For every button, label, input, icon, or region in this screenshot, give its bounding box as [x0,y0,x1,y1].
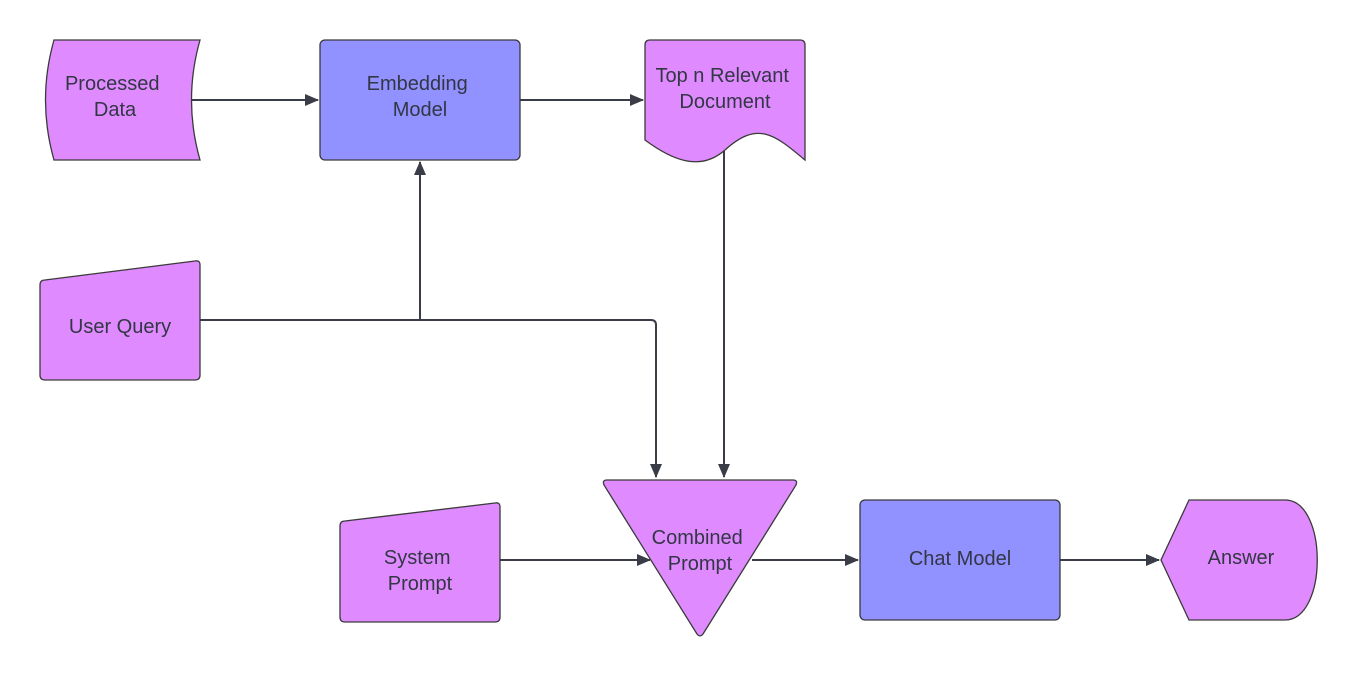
node-label-line: Data [94,99,137,121]
rounded-rectangle-shape [859,499,1061,621]
document-shape [644,39,806,163]
rounded-rectangle-shape [319,39,521,161]
node-label-line: Model [393,99,447,121]
node-label-line: Top n Relevant [656,65,790,87]
node-label-line: Processed [65,73,160,95]
node-label-line: Embedding [367,73,468,95]
node-label-line: Answer [1208,547,1275,569]
node-system-prompt: System Prompt [339,502,501,623]
node-label-line: Chat Model [909,548,1011,570]
merge-triangle-shape [602,479,798,637]
node-label-line: System [384,547,451,569]
node-label-line: Prompt [388,573,453,595]
stored-data-shape [44,39,201,161]
node-label: Chat Model [909,548,1011,570]
node-answer: Answer [1160,499,1318,621]
manual-input-shape [339,502,501,623]
display-shape [1160,499,1318,621]
node-combined-prompt: Combined Prompt [602,479,798,637]
node-label: Top n Relevant Document [656,65,795,113]
connectors [186,94,1160,566]
node-label: Answer [1208,547,1275,569]
node-chat-model: Chat Model [859,499,1061,621]
node-label-line: Document [679,91,771,113]
node-top-n-relevant-document: Top n Relevant Document [644,39,806,163]
node-label: Embedding Model [367,73,474,121]
node-label-line: User Query [69,316,171,338]
manual-input-shape [39,260,201,381]
node-embedding-model: Embedding Model [319,39,521,161]
node-label-line: Prompt [668,553,733,575]
node-label: Combined Prompt [652,527,749,575]
node-processed-data: Processed Data [44,39,201,161]
node-label: Processed Data [65,73,165,121]
node-label: System Prompt [384,547,456,595]
node-label: User Query [69,316,171,338]
node-label-line: Combined [652,527,743,549]
node-user-query: User Query [39,260,201,381]
connector-user-query-to-combined-prompt [420,319,662,478]
connector-user-query-to-embedding-model [200,161,426,321]
